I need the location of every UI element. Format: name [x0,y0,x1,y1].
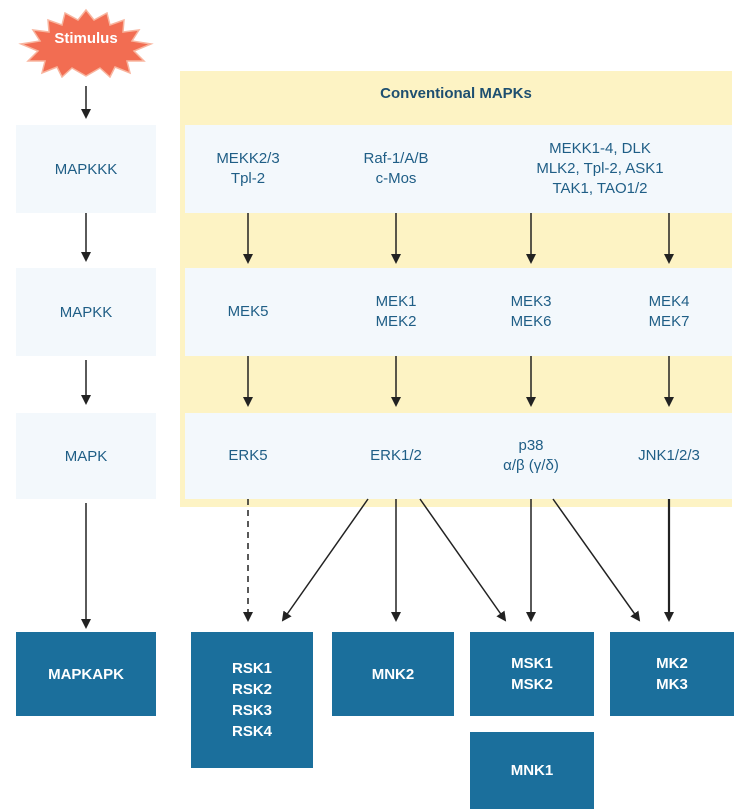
rsk-box: RSK1 RSK2 RSK3 RSK4 [191,632,313,768]
mapkk-level-label: MAPKK [16,268,156,356]
mapkk-mek47: MEK4 MEK7 [648,293,690,330]
mapkkk-mekk23: MEKK2/3 Tpl-2 [216,150,280,187]
mapk-jnk: JNK1/2/3 [638,447,700,464]
mapkkk-level-label: MAPKKK [16,125,156,213]
mapkk-mek36: MEK3 MEK6 [510,293,552,330]
msk-box: MSK1 MSK2 [470,632,594,716]
mapkk-mek12: MEK1 MEK2 [375,293,417,330]
mapk-erk12: ERK1/2 [370,447,422,464]
mnk1-box: MNK1 [470,732,594,809]
mapkapk-level-box: MAPKAPK [16,632,156,716]
mk-box: MK2 MK3 [610,632,734,716]
mapkkk-band [185,125,732,213]
mapk-p38: p38 α/β (γ/δ) [503,437,559,474]
mapkkk-mekk14: MEKK1-4, DLK MLK2, Tpl-2, ASK1 TAK1, TAO… [536,140,664,197]
stimulus-label: Stimulus [54,30,118,47]
mapk-erk5: ERK5 [228,447,268,464]
mnk2-box: MNK2 [332,632,454,716]
stimulus-burst [18,8,154,78]
mapk-level-label: MAPK [16,413,156,499]
panel-title: Conventional MAPKs [380,85,532,102]
mapkk-mek5: MEK5 [227,303,269,320]
mapkk-band [185,268,732,356]
mapk-band [185,413,732,499]
mapkkk-raf: Raf-1/A/B c-Mos [363,150,429,187]
